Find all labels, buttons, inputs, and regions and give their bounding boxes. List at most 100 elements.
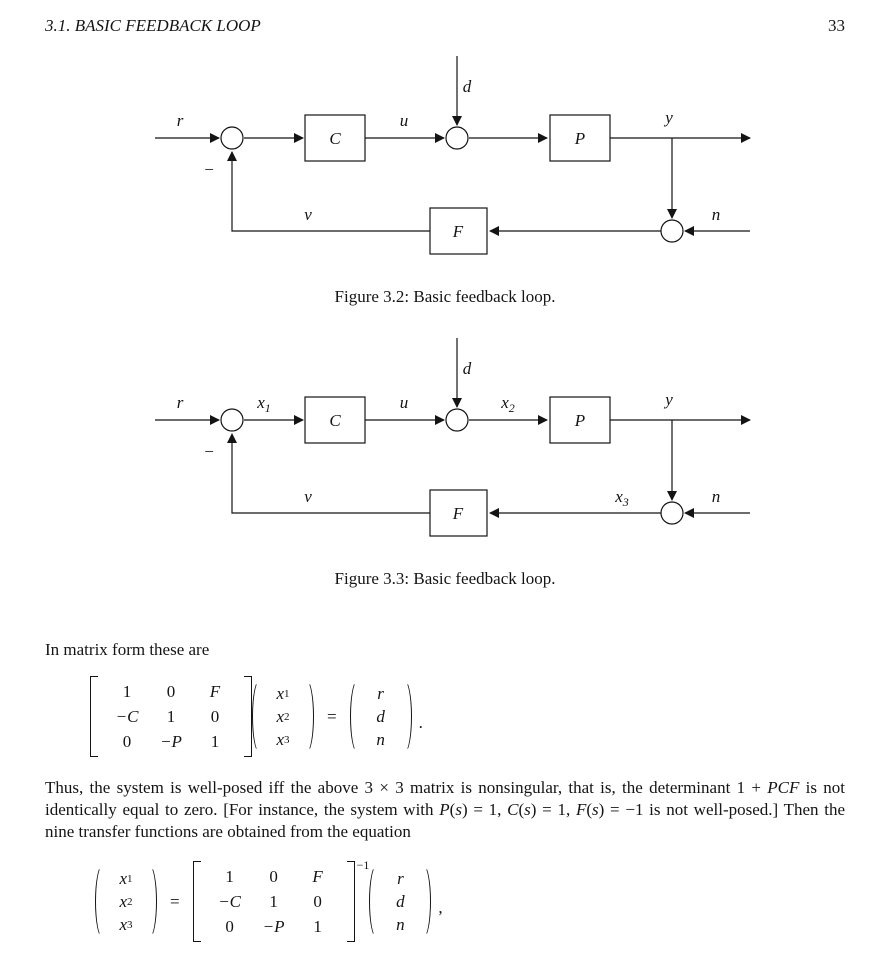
- signal-label-d: d: [463, 77, 472, 96]
- matrix-cell: −C: [218, 891, 241, 911]
- summing-junction-disturbance: [445, 408, 469, 432]
- block-label-c: C: [329, 129, 341, 148]
- wire-feedback-return: [226, 150, 430, 232]
- input-vector: r d n: [386, 865, 414, 938]
- block-label-c: C: [329, 411, 341, 430]
- summing-junction-input: [220, 126, 244, 150]
- summing-junctions: [220, 126, 684, 243]
- right-square-bracket: [244, 676, 252, 757]
- summing-junction-disturbance: [445, 126, 469, 150]
- signal-label-x1: x1: [256, 393, 271, 415]
- page-number: 33: [828, 16, 845, 35]
- figure-3-2-diagram: r − C u d P y n F v: [155, 56, 752, 255]
- vector-cell: d: [376, 706, 385, 726]
- signal-label-x2: x2: [500, 393, 515, 415]
- system-matrix-group: 1 0 F −C 1 0 0 −P 1: [90, 676, 252, 757]
- signal-label-d: d: [463, 359, 472, 378]
- diagram-labels: r − x1 C u d x2 P y n x3 F v: [177, 359, 721, 523]
- left-square-bracket: [192, 861, 201, 942]
- left-paren: [349, 680, 365, 753]
- right-paren: [142, 865, 157, 938]
- body-text: In matrix form these are 1 0 F −C 1 0 0 …: [0, 638, 890, 942]
- section-title: 3.1. BASIC FEEDBACK LOOP: [45, 16, 261, 35]
- wires: [155, 56, 752, 237]
- matrix-cell: 0: [210, 706, 220, 726]
- input-vector-group: r d n: [369, 865, 432, 938]
- left-paren: [252, 680, 267, 753]
- matrix-cell: 1: [210, 731, 220, 751]
- signal-label-n: n: [712, 487, 721, 506]
- figure-3-3-caption: Figure 3.3: Basic feedback loop.: [334, 569, 556, 588]
- summing-junctions: [220, 408, 684, 525]
- signal-label-n: n: [712, 205, 721, 224]
- block-label-p: P: [574, 129, 585, 148]
- input-vector: r d n: [367, 680, 395, 753]
- matrix-cell: F: [312, 866, 323, 886]
- signal-label-x3: x3: [614, 487, 629, 509]
- summing-junction-noise: [660, 501, 684, 525]
- block-feedback: [429, 489, 488, 537]
- figure-3-3-diagram: r − x1 C u d x2 P y n x3 F v: [155, 338, 752, 537]
- vector-cell: r: [397, 868, 404, 888]
- matrix-cell: 0: [166, 681, 176, 701]
- matrix-cell: 0: [313, 891, 322, 911]
- well-posed-paragraph: Thus, the system is well-posed iff the a…: [45, 778, 846, 841]
- system-matrix: 1 0 F −C 1 0 0 −P 1: [206, 861, 342, 942]
- right-paren: [299, 680, 314, 753]
- summing-junction-noise: [660, 219, 684, 243]
- signal-label-r: r: [177, 111, 184, 130]
- page-header: 3.1. BASIC FEEDBACK LOOP 33: [0, 0, 890, 36]
- equals-sign: =: [170, 891, 180, 911]
- block-label-p: P: [574, 411, 585, 430]
- figure-3-2-caption: Figure 3.2: Basic feedback loop.: [334, 287, 556, 306]
- matrix-cell: 1: [122, 681, 132, 701]
- vector-cell: d: [396, 891, 405, 911]
- matrix-cell: F: [209, 681, 221, 701]
- minus-sign: −: [203, 160, 214, 179]
- matrix-cell: −C: [115, 706, 139, 726]
- signal-label-y: y: [663, 108, 673, 127]
- equals-sign: =: [327, 706, 337, 726]
- wires: [155, 338, 752, 519]
- signal-label-v: v: [304, 205, 312, 224]
- matrix-cell: 1: [166, 706, 176, 726]
- left-paren: [369, 865, 384, 938]
- block-plant: [549, 114, 611, 162]
- minus-sign: −: [203, 442, 214, 461]
- left-square-bracket: [90, 676, 98, 757]
- blocks: [304, 396, 611, 537]
- left-paren: [95, 865, 110, 938]
- block-controller: [304, 396, 366, 444]
- vector-cell: n: [396, 914, 405, 934]
- equation-punctuation: .: [418, 712, 423, 732]
- system-matrix: 1 0 F −C 1 0 0 −P 1: [103, 676, 239, 757]
- diagram-labels: r − C u d P y n F v: [177, 77, 721, 241]
- matrix-cell: 1: [225, 866, 234, 886]
- signal-label-r: r: [177, 393, 184, 412]
- intro-sentence: In matrix form these are: [45, 640, 210, 659]
- vector-cell: n: [376, 729, 385, 749]
- matrix-cell: 1: [269, 891, 278, 911]
- block-controller: [304, 114, 366, 162]
- system-matrix-group: 1 0 F −C 1 0 0 −P 1 −1: [192, 858, 369, 942]
- block-feedback: [429, 207, 488, 255]
- matrix-cell: −P: [160, 731, 182, 751]
- blocks: [304, 114, 611, 255]
- matrix-cell: 0: [122, 731, 132, 751]
- signal-label-u: u: [400, 393, 409, 412]
- block-label-f: F: [452, 222, 464, 241]
- input-vector-group: r d n: [349, 680, 412, 753]
- matrix-cell: 1: [313, 916, 322, 936]
